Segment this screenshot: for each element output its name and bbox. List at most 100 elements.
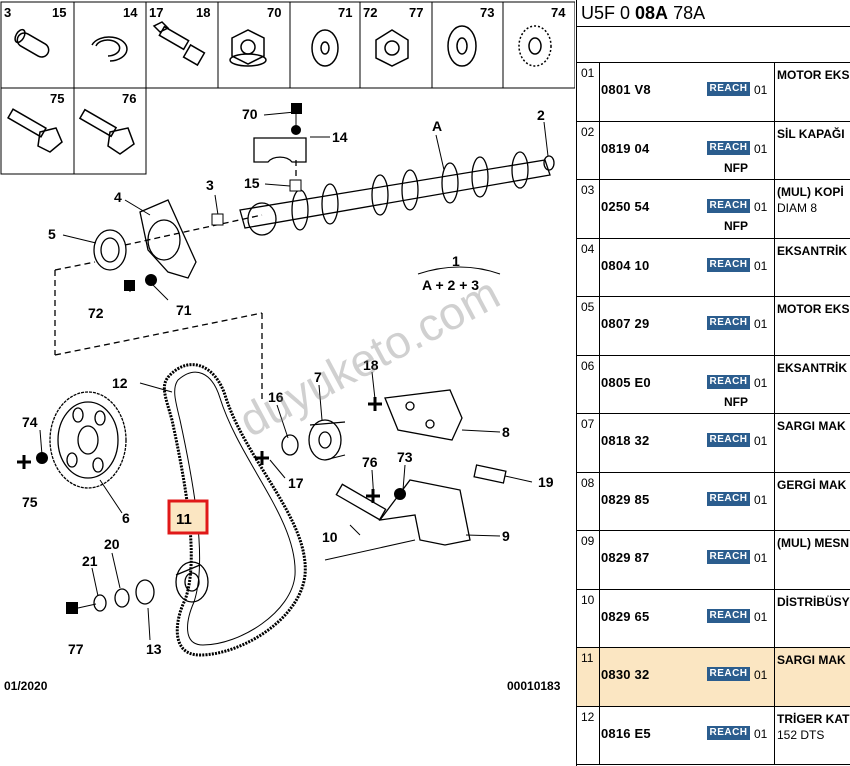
part-reference: 0807 29: [601, 316, 650, 331]
thick-washer-icon: [447, 25, 477, 67]
reach-badge: REACH: [707, 433, 750, 447]
callout-17: 17: [288, 475, 304, 491]
part-description: MOTOR EKS: [777, 68, 850, 82]
callout-12: 12: [112, 375, 128, 391]
callout-1: 1: [452, 253, 460, 269]
callout-73: 73: [397, 449, 413, 465]
footer-date: 01/2020: [4, 679, 48, 693]
reach-badge: REACH: [707, 374, 750, 389]
legend-label-14: 14: [123, 5, 138, 20]
callout-7: 7: [314, 369, 322, 385]
callout-15: 15: [244, 175, 260, 191]
callout-76: 76: [362, 454, 378, 470]
part-reference: 0804 10: [601, 257, 650, 273]
column-divider: [599, 648, 600, 706]
part-reference: 0250 54: [601, 199, 650, 214]
part-reference: 0829 87: [601, 550, 650, 565]
markers: [17, 103, 406, 614]
part-reference: 0830 32: [601, 667, 650, 682]
callout-75: 75: [22, 494, 38, 510]
highlighted-callout-11[interactable]: 11: [167, 499, 209, 535]
bolt-icon: [7, 108, 63, 153]
plug-2: [543, 155, 555, 171]
part-description: SARGI MAK: [777, 419, 846, 433]
callout-11: 11: [176, 511, 192, 528]
part-description: SARGI MAK: [777, 653, 846, 667]
bearing-cap: [253, 137, 307, 163]
reach-badge: REACH: [707, 316, 750, 330]
column-divider: [599, 297, 600, 355]
assembly-guide-lines: [54, 160, 297, 400]
row-number: 12: [581, 709, 595, 724]
part-quantity: 01: [754, 83, 768, 97]
part-description: (MUL) MESN: [777, 536, 849, 550]
column-divider: [774, 414, 775, 472]
callout-5: 5: [48, 226, 56, 242]
row-number: 03: [581, 183, 595, 197]
legend-label-75: 75: [50, 91, 64, 106]
reach-badge: REACH: [707, 725, 750, 740]
reach-badge: REACH: [707, 608, 750, 623]
part-quantity: 01: [754, 200, 768, 214]
callout-4: 4: [114, 189, 122, 205]
row-number: 02: [581, 124, 595, 139]
reach-badge: REACH: [707, 82, 750, 96]
washer-16: [281, 434, 299, 456]
fastener-legend-grid: [0, 1, 575, 175]
column-divider: [774, 355, 775, 413]
part-quantity: 01: [754, 551, 768, 565]
column-divider: [774, 121, 775, 179]
reach-badge: REACH: [707, 199, 750, 213]
column-divider: [774, 238, 775, 296]
part-description: GERGİ MAK: [777, 477, 847, 492]
column-divider: [774, 297, 775, 355]
camshaft-pulley-6: [49, 391, 127, 489]
callout-14: 14: [332, 129, 348, 145]
row-number: 09: [581, 534, 595, 548]
callout-18: 18: [363, 357, 379, 373]
footer-ref: 00010183: [507, 679, 561, 693]
column-divider: [599, 238, 600, 296]
part-reference: 0801 V8: [601, 82, 651, 97]
callout-2: 2: [537, 107, 545, 123]
part-reference: 0829 85: [601, 491, 650, 507]
part-description: EKSANTRİK: [777, 360, 848, 375]
part-reference: 0819 04: [601, 140, 650, 156]
row-number: 08: [581, 475, 595, 490]
callout-10: 10: [322, 529, 338, 545]
callout-20: 20: [104, 536, 120, 552]
callout-70: 70: [242, 106, 258, 122]
callout-6: 6: [122, 510, 130, 526]
washer-20: [114, 588, 130, 608]
flange-nut-icon: [229, 29, 267, 67]
callout-A: A: [432, 118, 442, 134]
seal-5: [93, 229, 127, 271]
hub-4: [139, 199, 197, 279]
column-divider: [774, 472, 775, 530]
column-divider: [599, 531, 600, 589]
part-description: MOTOR EKS: [777, 302, 850, 316]
row-number: 07: [581, 417, 595, 431]
column-divider: [774, 706, 775, 764]
column-divider: [599, 589, 600, 647]
callout-74: 74: [22, 414, 38, 430]
pin-icon: [14, 28, 50, 58]
group-bracket: [417, 266, 501, 275]
part-quantity: 01: [754, 375, 768, 390]
support-9: [378, 479, 471, 546]
timing-belt-12: [162, 363, 307, 657]
reach-badge: REACH: [707, 491, 750, 506]
